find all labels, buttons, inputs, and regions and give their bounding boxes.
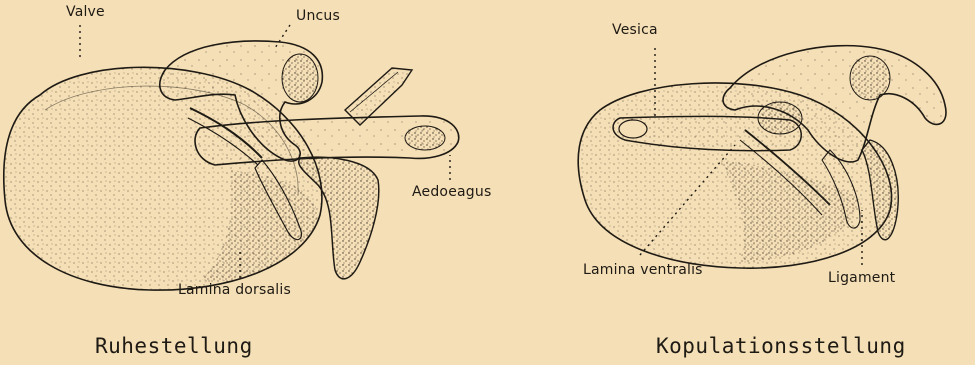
caption-ruhestellung: Ruhestellung <box>95 334 253 358</box>
label-aedoeagus: Aedoeagus <box>412 184 491 200</box>
label-valve: Valve <box>66 4 105 20</box>
label-lamina-ventralis: Lamina ventralis <box>583 262 703 278</box>
caption-kopulationsstellung: Kopulationsstellung <box>656 334 906 358</box>
left-drawing <box>4 25 459 290</box>
label-lamina-dorsalis: Lamina dorsalis <box>178 282 291 298</box>
label-vesica: Vesica <box>612 22 658 38</box>
right-drawing <box>578 46 946 269</box>
label-ligament: Ligament <box>828 270 895 286</box>
label-uncus: Uncus <box>296 8 340 24</box>
